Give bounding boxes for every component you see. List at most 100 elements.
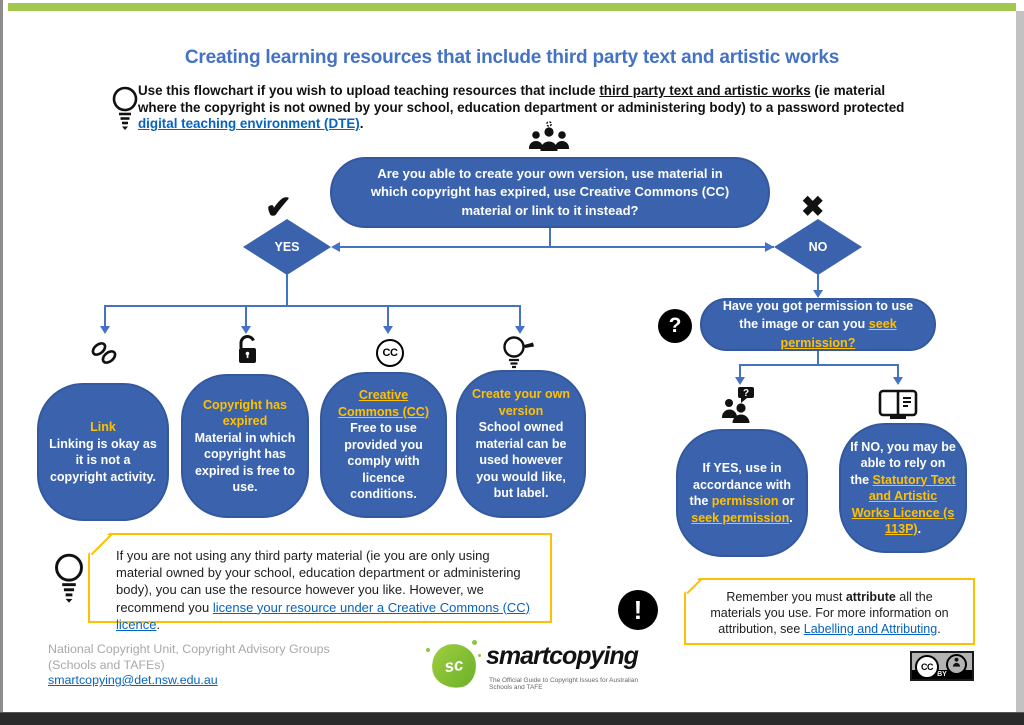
email-link[interactable]: smartcopying@det.nsw.edu.au [48, 673, 218, 687]
intro-underlined-phrase: third party text and artistic works [599, 83, 811, 98]
intro-text: Use this flowchart if you wish to upload… [138, 83, 600, 98]
blob-heading: Link [90, 420, 116, 434]
logo-dot [478, 654, 481, 657]
attr-text: Remember you must [726, 590, 846, 604]
connector-line [245, 305, 247, 326]
notch [88, 533, 109, 554]
tip-text: If you are not using any third party mat… [116, 548, 521, 615]
connector-line [286, 274, 288, 306]
attribute-bold: attribute [845, 590, 896, 604]
statutory-licence-link[interactable]: Statutory Text and Artistic Works Licenc… [851, 472, 956, 537]
permission-question-bubble: Have you got permission to use the image… [700, 298, 936, 351]
cross-icon: ✖ [801, 191, 825, 222]
chain-link-icon [91, 342, 117, 364]
open-padlock-icon [239, 335, 256, 363]
intro-text: . [359, 116, 364, 131]
labelling-attributing-link[interactable]: Labelling and Attributing [803, 622, 938, 636]
connector-line [817, 274, 819, 291]
logo-tagline: The Official Guide to Copyright Issues f… [489, 677, 639, 691]
connector-line [104, 305, 106, 326]
page-bottom-border [0, 712, 1024, 725]
lightbulb-icon [112, 86, 138, 130]
arrowhead-left [331, 242, 340, 252]
attr-text-post: . [937, 622, 941, 636]
permission-question-pre: Have you got permission to use the image… [722, 299, 914, 332]
page-left-border [0, 0, 3, 725]
connector-line [739, 364, 899, 366]
org-line-2: (Schools and TAFEs) [48, 657, 165, 672]
org-line-1: National Copyright Unit, Copyright Advis… [48, 642, 330, 656]
arrowhead-down [100, 326, 110, 334]
connector-line [549, 228, 551, 247]
yes-diamond: YES [243, 219, 331, 275]
creative-commons-icon: CC [376, 339, 404, 367]
arrowhead-down [241, 326, 251, 334]
question-glyph: ? [668, 314, 682, 337]
permission-no-pre: If NO, you may be able to rely on the [850, 439, 956, 487]
connector-line [104, 305, 521, 307]
cc-glyph: CC [921, 662, 934, 672]
blob-body: Linking is okay as it is not a copyright… [49, 436, 157, 484]
ask-permission-people-icon: ? [722, 387, 754, 423]
permission-question-text: Have you got permission to use the image… [716, 297, 920, 352]
logo-dot [472, 640, 477, 645]
permission-yes-mid: or [778, 494, 795, 508]
logo-initials: sc [443, 654, 465, 677]
connector-line [387, 305, 389, 326]
create-own-version-blob: Create your own version School owned mat… [456, 370, 586, 518]
check-icon: ✔ [265, 189, 292, 225]
connector-line [739, 364, 741, 378]
exclamation-icon: ! [618, 590, 658, 630]
cc-by-badge: BY CC [910, 651, 974, 681]
creative-commons-blob: Creative Commons (CC) Free to use provid… [320, 372, 447, 518]
dte-link[interactable]: digital teaching environment (DTE) [138, 116, 360, 131]
permission-yes-post: . [789, 510, 793, 525]
attr-text-mid: all the materials you use. For more info… [710, 590, 949, 636]
permission-no-post: . [917, 522, 922, 536]
cc-badge-cc-icon: CC [915, 655, 939, 679]
question-mark-icon: ? [658, 309, 692, 343]
seek-permission-link-2[interactable]: seek permission [691, 510, 790, 525]
blob-body: If YES, use in accordance with the permi… [687, 460, 797, 526]
connector-line [336, 246, 774, 248]
main-question-text: Are you able to create your own version,… [370, 165, 730, 218]
permission-yes-blob: If YES, use in accordance with the permi… [676, 429, 808, 557]
footer-org: National Copyright Unit, Copyright Advis… [48, 642, 330, 689]
link-blob: Link Linking is okay as it is not a copy… [37, 383, 169, 521]
connector-line [519, 305, 521, 326]
arrowhead-down [735, 377, 745, 385]
logo-dot [426, 648, 430, 652]
arrowhead-right [765, 242, 774, 252]
open-book-icon [878, 389, 918, 419]
blob-heading: Create your own version [472, 387, 570, 418]
green-top-bar [8, 3, 1016, 11]
permission-no-blob: If NO, you may be able to rely on the St… [839, 423, 967, 553]
blob-heading: Copyright has expired [202, 397, 288, 429]
main-question-bubble: Are you able to create your own version,… [330, 157, 770, 228]
people-group-icon [529, 121, 569, 151]
intro-paragraph: Use this flowchart if you wish to upload… [138, 83, 906, 133]
tip-text-post: . [156, 616, 161, 632]
blob-body: If NO, you may be able to rely on the St… [850, 439, 956, 538]
create-lightbulb-icon [503, 336, 534, 369]
blob-body: Material in which copyright has expired … [194, 430, 296, 495]
cc-licence-link[interactable]: license your resource under a Creative C… [116, 599, 531, 632]
exclamation-glyph: ! [633, 594, 643, 625]
blob-body: School owned material can be used howeve… [475, 420, 567, 501]
logo-mark: sc [429, 641, 479, 691]
no-label: NO [808, 240, 828, 254]
permission-bold: permission [711, 494, 779, 508]
creative-commons-link[interactable]: Creative Commons (CC) [338, 388, 429, 419]
permission-yes-pre: If YES, use in accordance with the [689, 461, 791, 508]
yes-label: YES [274, 240, 300, 254]
attribution-box: Remember you must attribute all the mate… [684, 577, 975, 645]
tip-box: If you are not using any third party mat… [88, 532, 552, 632]
seek-permission-link[interactable]: seek permission? [780, 317, 897, 350]
smartcopying-logo: sc smartcopying The Official Guide to Co… [426, 640, 656, 692]
page-right-border [1016, 11, 1024, 712]
notch [684, 578, 699, 593]
copyright-expired-blob: Copyright has expired Material in which … [181, 374, 309, 518]
connector-line [817, 351, 819, 365]
lightbulb-icon [55, 553, 83, 603]
